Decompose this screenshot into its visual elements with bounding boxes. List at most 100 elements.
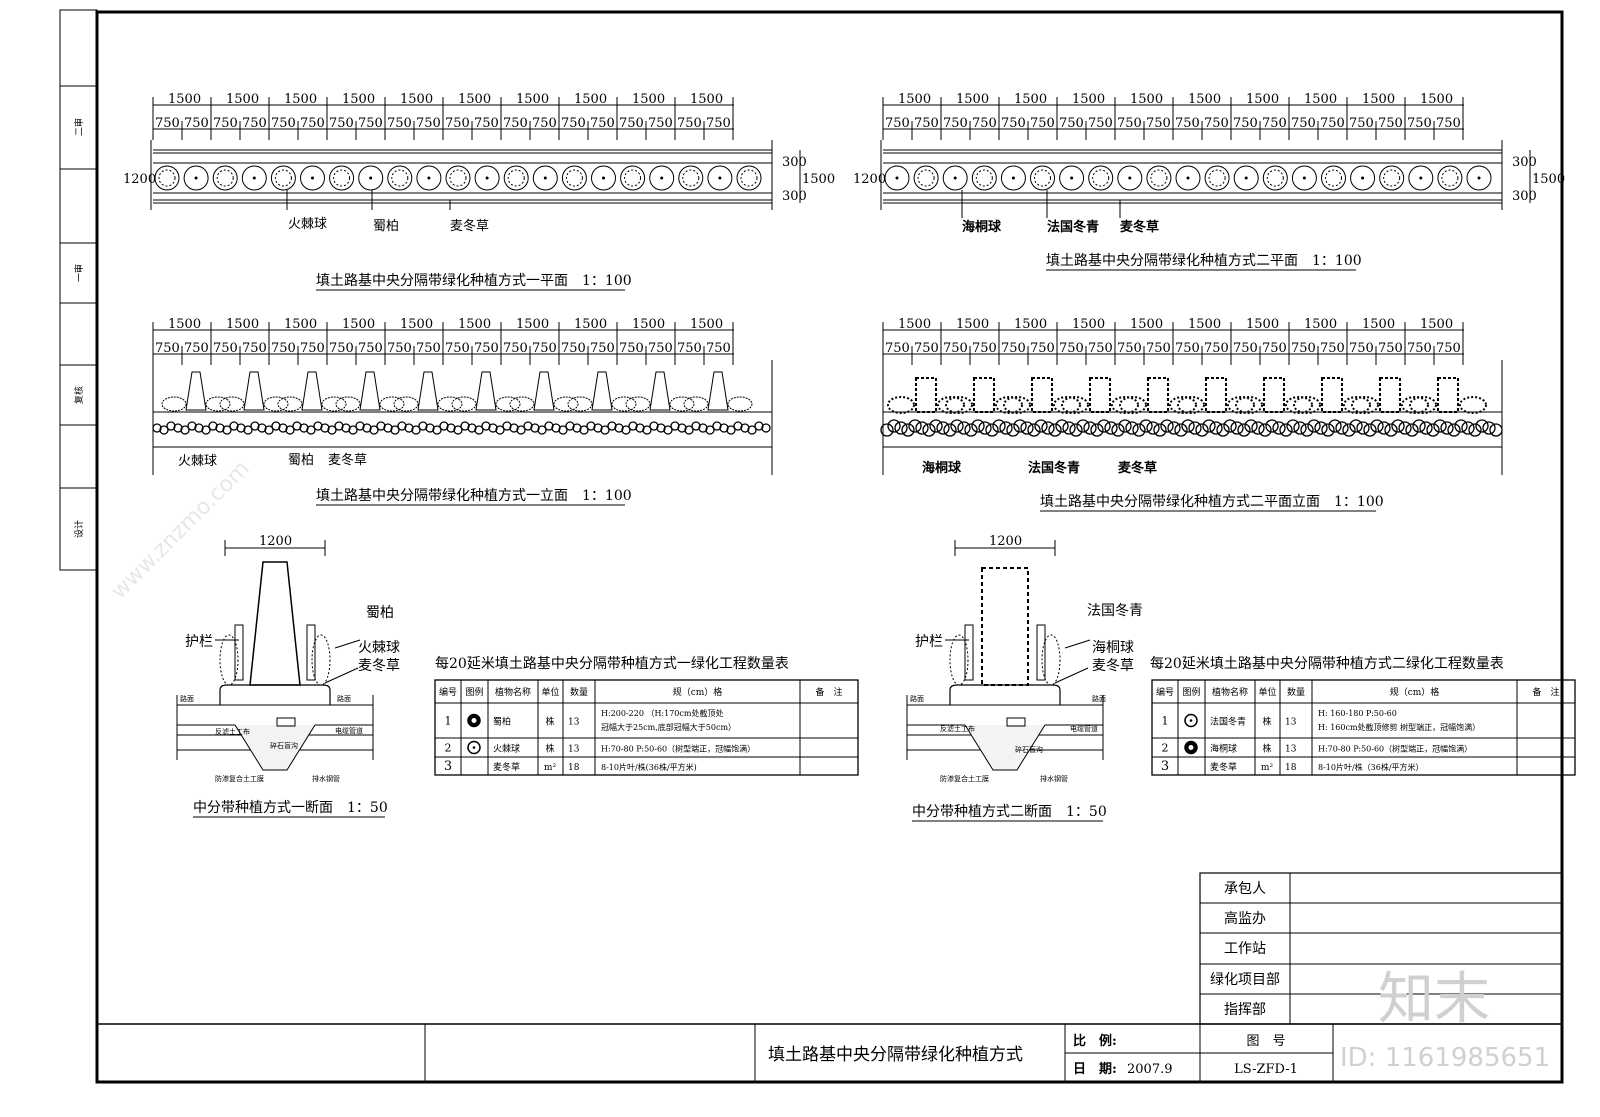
dim-label-minor: 750 [885, 341, 910, 356]
cypress-tree [707, 371, 729, 411]
pittosporum-ball [995, 396, 1023, 414]
dim-label-minor: 750 [532, 341, 557, 356]
plant-symbol [1030, 165, 1055, 191]
side-cell-first-review: 一审 [73, 264, 85, 282]
table-cell-qty: 13 [568, 718, 580, 728]
grass-clump [1237, 423, 1251, 437]
watermark-site: www.znzmo.com [107, 456, 255, 604]
dim-label-edge: 300 [782, 155, 807, 170]
grass-clump [1475, 419, 1489, 433]
grass-clump [1062, 421, 1076, 435]
dim-label-width: 1200 [123, 172, 156, 187]
dim-label-minor: 750 [242, 116, 267, 131]
grass-clump [306, 425, 316, 435]
dim-label-minor: 750 [1291, 341, 1316, 356]
section1-label-grass: 麦冬草 [358, 658, 400, 674]
drain-trench [964, 724, 1046, 771]
grass-clump [663, 425, 673, 435]
table-cell-spec: H: 160cm处截顶修剪 树型端正，冠幅饱满） [1318, 722, 1480, 732]
table-header-3: 单位 [1258, 686, 1276, 698]
grass-clump [453, 425, 463, 435]
dim-label-major: 1500 [1072, 92, 1105, 107]
dim-label-minor: 750 [706, 341, 731, 356]
dim-label-minor: 750 [416, 341, 441, 356]
pittosporum-ball [1119, 396, 1147, 414]
dim-label-edge: 300 [782, 189, 807, 204]
dot-circle-icon-center [472, 746, 476, 749]
plant-symbol [1000, 165, 1026, 191]
table-header-4: 数量 [570, 686, 588, 698]
plant-symbol [358, 165, 384, 191]
plan2-caption: 填土路基中央分隔带绿化种植方式二平面 1：100 [1046, 252, 1362, 269]
dim-label-minor: 750 [1378, 341, 1403, 356]
dim-label-minor: 750 [271, 341, 296, 356]
grass-clump [1342, 423, 1356, 437]
dim-label-minor: 750 [1349, 116, 1374, 131]
table-cell-qty: 13 [1285, 718, 1297, 728]
dim-label-minor: 750 [445, 116, 470, 131]
table-cell-no: 3 [444, 759, 452, 774]
dim-label-minor: 750 [1262, 341, 1287, 356]
cable-duct [1006, 717, 1026, 727]
grass-clump [1160, 419, 1174, 433]
plant-symbol [942, 165, 968, 191]
grass-clump [1419, 421, 1433, 435]
dim-label-minor: 750 [1175, 116, 1200, 131]
grass-clump [264, 425, 274, 435]
dim-label-minor: 750 [648, 116, 673, 131]
dim-label-minor: 750 [387, 116, 412, 131]
plant-symbol-dot [953, 176, 957, 180]
section2-label-grass: 麦冬草 [1092, 658, 1134, 674]
dim-label-total: 1500 [802, 172, 835, 187]
dim-label-major: 1500 [1188, 317, 1221, 332]
dim-label-minor: 750 [1059, 341, 1084, 356]
dim-label-minor: 750 [561, 341, 586, 356]
table-cell-no: 2 [1162, 742, 1169, 755]
table-cell-spec: H:70-80 P:50-60（树型端正，冠幅饱满） [1318, 744, 1472, 754]
plant-symbol-inner [216, 169, 234, 187]
section1-label-gravel: 碎石盲沟 [270, 741, 298, 750]
plant-symbol-dot [311, 176, 314, 180]
dim-label-minor: 750 [1088, 341, 1113, 356]
grass-clump [516, 425, 526, 435]
shrub-ball [683, 396, 709, 412]
grass-clump [1006, 423, 1020, 437]
grass-clump [411, 425, 421, 435]
grass-clump [957, 421, 971, 435]
grass-clump [1328, 419, 1342, 433]
grass-clump [1321, 423, 1335, 437]
grass-clump [1349, 419, 1363, 433]
plant-symbol-dot [1186, 176, 1190, 180]
dim-label-major: 1500 [1014, 317, 1047, 332]
plant-symbol [532, 165, 558, 191]
dim-label-major: 1500 [458, 92, 491, 107]
grass-clump [922, 423, 936, 437]
dim-label-minor: 750 [914, 341, 939, 356]
grass-clump [761, 423, 771, 433]
grass-clump [1391, 419, 1405, 433]
grass-clump [684, 425, 694, 435]
dim-label-minor: 750 [1320, 341, 1345, 356]
section2-labels: 法国冬青 护栏 海桐球 麦冬草 路面 路面 反滤土工布 电缆管道 碎石盲沟 防渗… [910, 603, 1143, 822]
grass-clump [1433, 419, 1447, 433]
dim-label-major: 1500 [400, 92, 433, 107]
grass-clump [201, 425, 211, 435]
section2-label-gravel: 碎石盲沟 [1015, 745, 1043, 754]
dim-label-major: 1500 [284, 317, 317, 332]
date-label: 日 期: [1073, 1062, 1117, 1077]
dim-label-minor: 750 [590, 116, 615, 131]
plant-symbol [1437, 165, 1463, 191]
guardrail-post [1036, 624, 1046, 681]
grass-clump [1314, 421, 1328, 435]
cypress-tree [185, 371, 207, 411]
dim-label-minor: 750 [619, 341, 644, 356]
plant-symbol-inner [274, 169, 292, 187]
pittosporum-ball [1053, 396, 1081, 414]
table-cell-name: 火棘球 [493, 743, 520, 755]
section2-label-road-right: 路面 [1092, 694, 1106, 703]
dim-label-minor: 750 [532, 116, 557, 131]
plant-symbol-dot [543, 176, 547, 180]
table-header-1: 图例 [1182, 686, 1200, 698]
table-cell-qty: 13 [568, 745, 580, 755]
